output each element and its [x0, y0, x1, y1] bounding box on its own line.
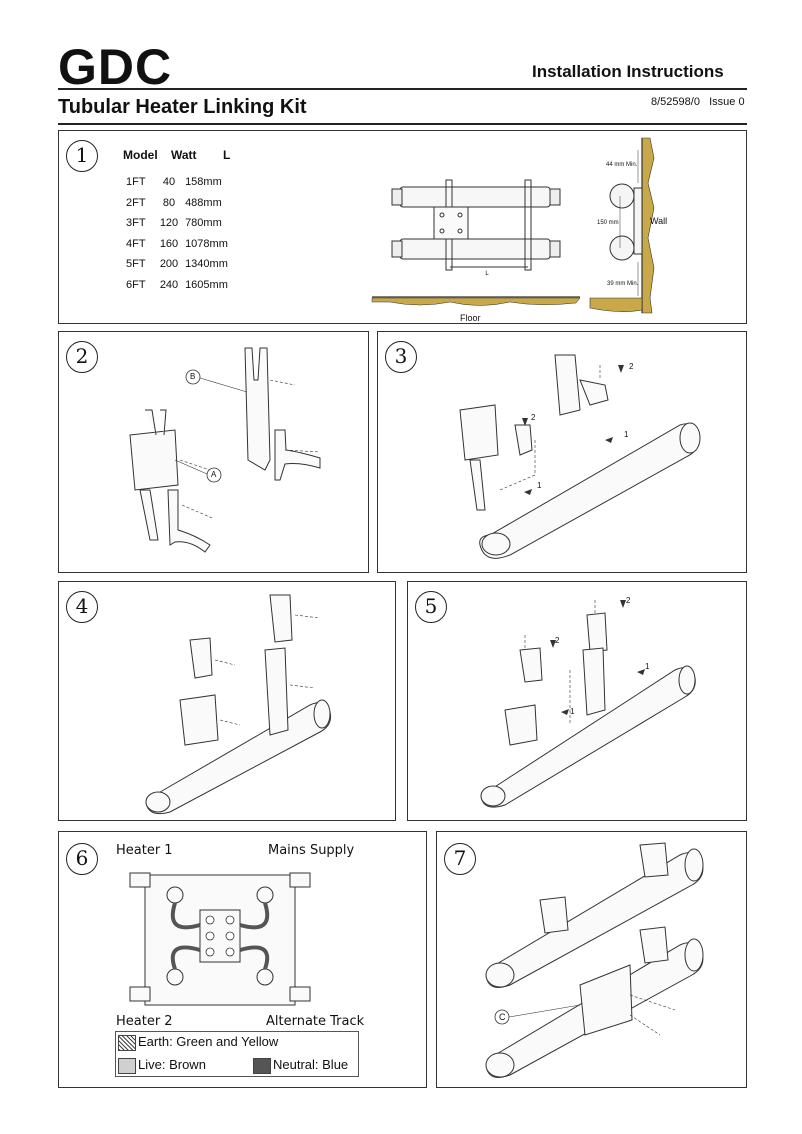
wall-label: Wall: [650, 216, 668, 226]
doc-reference: 8/52598/0 Issue 0: [651, 96, 745, 108]
wiring-diagram: [129, 872, 311, 1006]
step5-arrow-2a: 2: [626, 596, 631, 605]
step1-panel: [58, 130, 747, 324]
dim-mid-label: 150 mm: [597, 220, 619, 226]
doc-type: Installation Instructions: [532, 62, 724, 81]
step1-front-view-drawing: L: [371, 179, 581, 306]
step5-assembly-drawing: [480, 600, 696, 808]
live-swatch: [118, 1057, 136, 1074]
step6-number: 6: [66, 843, 98, 875]
step4-assembly-drawing: [145, 594, 331, 815]
neutral-swatch: [253, 1057, 271, 1074]
wiring-legend: Earth: Green and Yellow Live: Brown Neut…: [115, 1031, 359, 1077]
floor-label: Floor: [460, 313, 481, 323]
header-rule: [58, 88, 747, 90]
step1-number: 1: [66, 140, 98, 172]
label-c: C: [499, 1012, 506, 1022]
step3-arrow-1b: 1: [537, 481, 542, 490]
alternate-track-label: Alternate Track: [266, 1014, 365, 1029]
step3-number: 3: [385, 341, 417, 373]
page-title: Tubular Heater Linking Kit: [58, 96, 307, 118]
label-a: A: [211, 470, 217, 479]
legend-earth: Earth: Green and Yellow: [118, 1034, 278, 1051]
mains-supply-label: Mains Supply: [268, 843, 355, 858]
step5-arrow-1a: 1: [645, 662, 650, 671]
step2-bracket-drawing: [129, 347, 321, 553]
label-b: B: [190, 372, 196, 381]
step4-number: 4: [66, 591, 98, 623]
heater2-label: Heater 2: [116, 1014, 173, 1029]
step5-number: 5: [415, 591, 447, 623]
step7-number: 7: [444, 843, 476, 875]
step3-arrow-2a: 2: [629, 362, 634, 371]
reference-number: 8/52598/0: [651, 96, 700, 108]
step3-arrow-1a: 1: [624, 430, 629, 439]
legend-neutral: Neutral: Blue: [253, 1057, 348, 1074]
heater1-label: Heater 1: [116, 843, 173, 858]
earth-swatch: [118, 1034, 136, 1051]
dim-l-label: L: [485, 271, 489, 277]
title-rule: [58, 123, 747, 125]
issue-number: Issue 0: [709, 96, 745, 108]
step3-assembly-drawing: [459, 354, 701, 559]
dim-bottom-label: 39 mm Min.: [607, 281, 639, 287]
step3-arrow-2b: 2: [531, 413, 536, 422]
step5-arrow-2b: 2: [555, 636, 560, 645]
dim-top-label: 44 mm Min.: [606, 162, 638, 168]
gdc-logo: GDC: [58, 39, 173, 95]
step1-side-view-drawing: [589, 137, 655, 314]
step5-panel: [407, 581, 747, 821]
step2-number: 2: [66, 341, 98, 373]
step5-arrow-1b: 1: [570, 707, 575, 716]
legend-live: Live: Brown: [118, 1057, 206, 1074]
step7-final-assembly-drawing: [485, 842, 704, 1078]
